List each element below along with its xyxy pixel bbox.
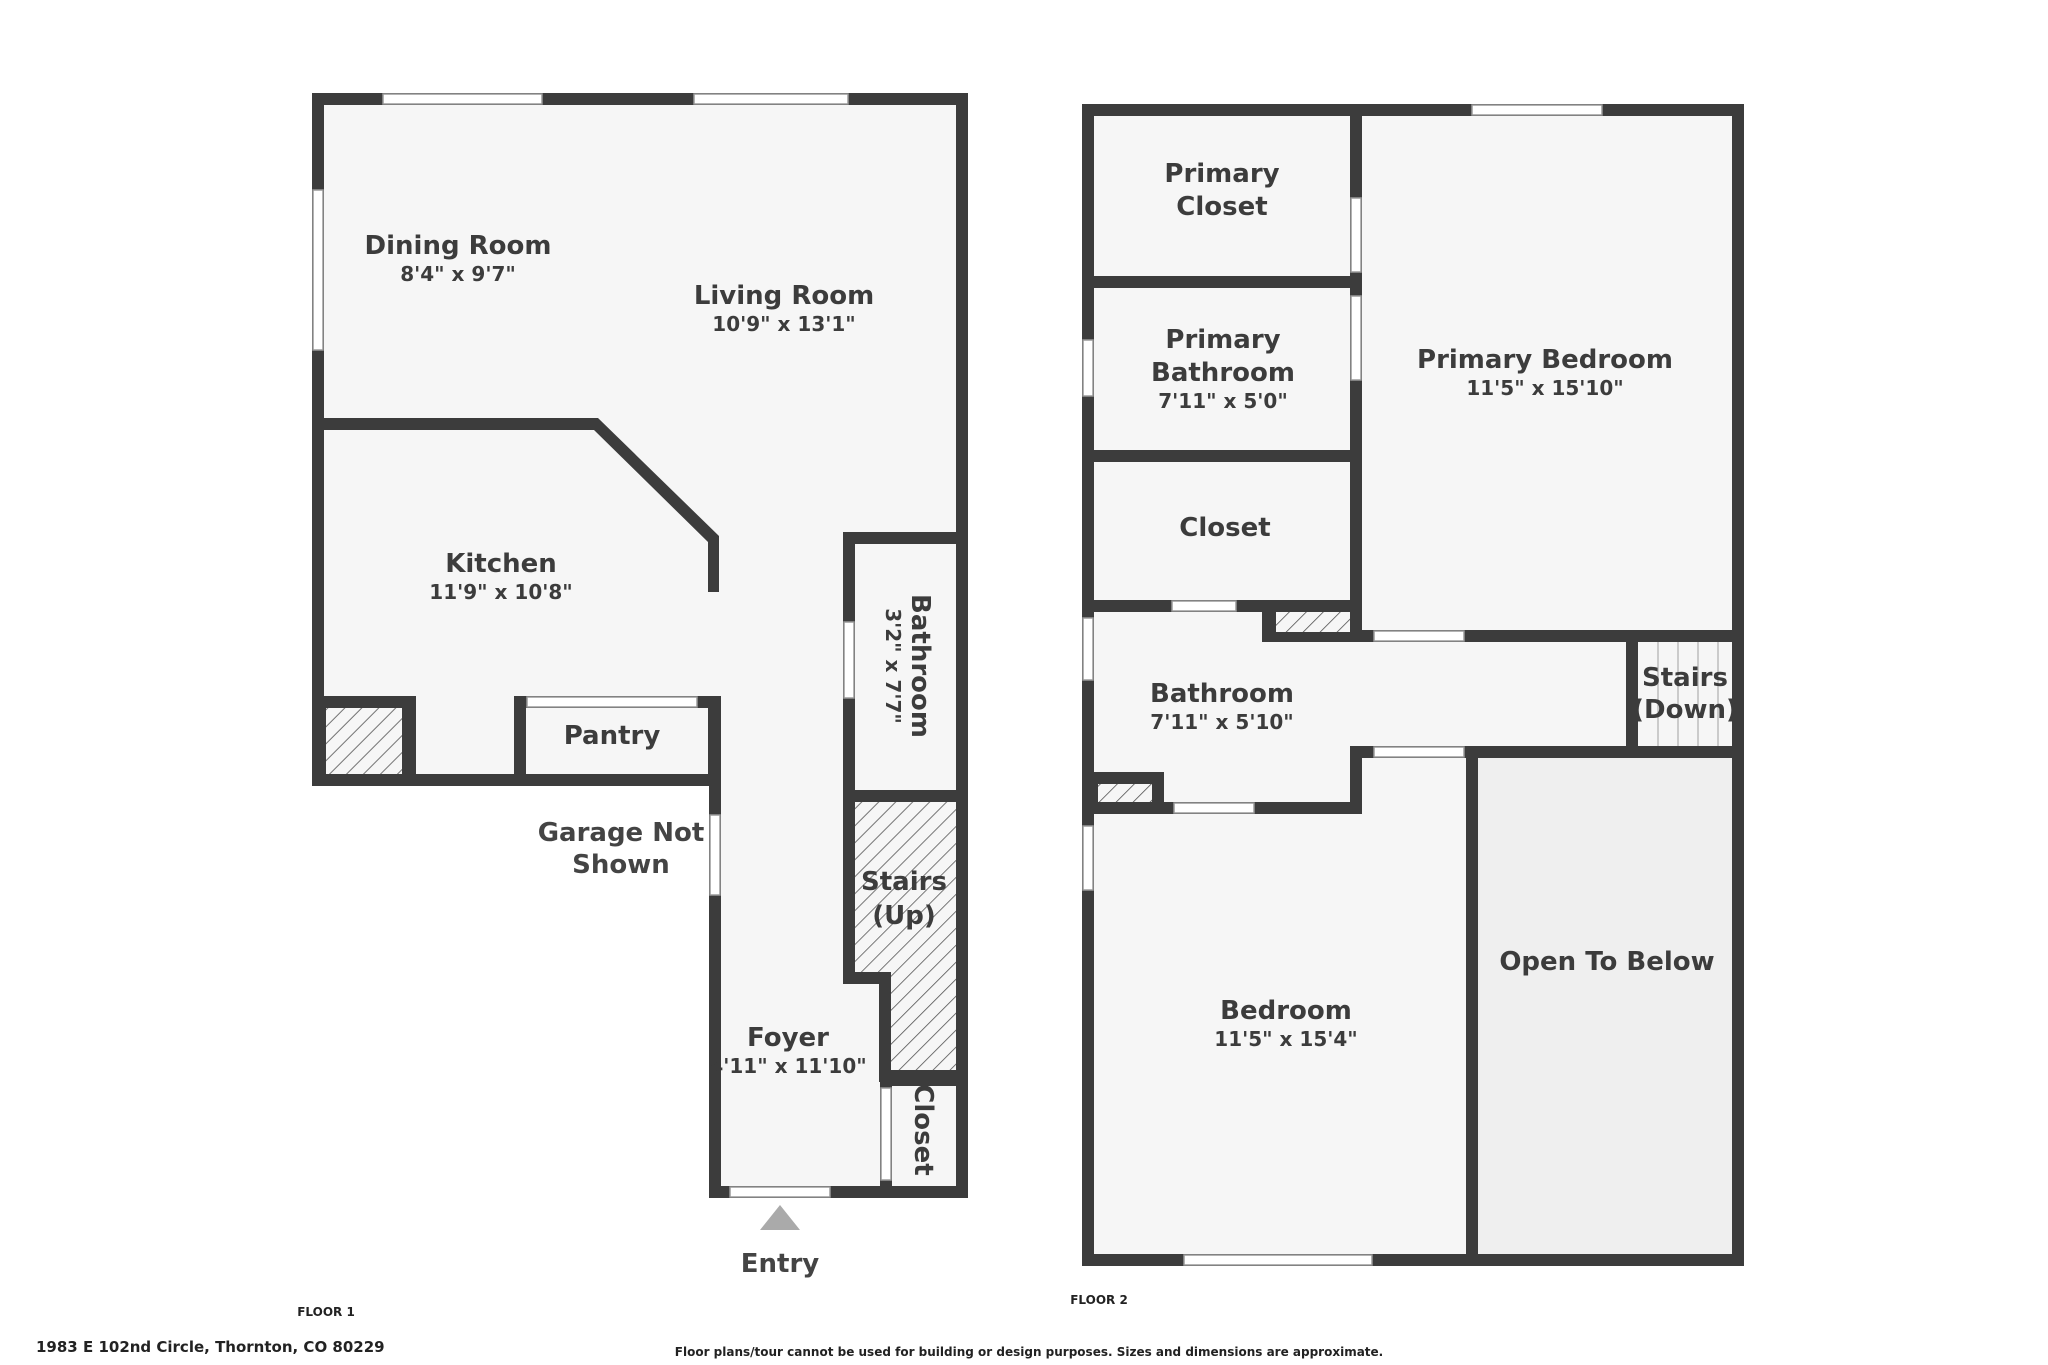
- primary-bathroom-name-line2: Bathroom: [1151, 358, 1295, 388]
- door-opening: [1350, 295, 1362, 381]
- garage-label-line2: Shown: [572, 850, 670, 880]
- foyer-name: Foyer: [747, 1023, 829, 1053]
- entry-door: [729, 1186, 831, 1198]
- bedroom-floor: [1094, 758, 1466, 1254]
- stairs-up-hatch: [855, 802, 956, 1070]
- primary-bedroom-floor: [1362, 116, 1732, 630]
- bathroom-2-name: Bathroom: [1150, 679, 1294, 709]
- window: [1082, 825, 1094, 891]
- foyer-dims: 4'11" x 11'10": [709, 1054, 866, 1078]
- kitchen-cabinet-hatch: [326, 708, 402, 774]
- bathroom-2-hatch-bottom: [1098, 784, 1152, 802]
- living-room-dims: 10'9" x 13'1": [712, 312, 855, 336]
- door-opening: [880, 1087, 892, 1181]
- primary-bathroom-name-line1: Primary: [1165, 325, 1280, 355]
- stairs-down-treads: [1657, 642, 1719, 746]
- entry-label: Entry: [741, 1249, 820, 1279]
- door-opening: [1173, 802, 1255, 814]
- hall-floor: [1362, 642, 1626, 746]
- dining-room-name: Dining Room: [365, 231, 552, 261]
- hall-connector: [1350, 642, 1362, 746]
- closet-2-floor: [1094, 462, 1350, 600]
- window: [312, 189, 324, 351]
- window: [1082, 339, 1094, 397]
- bathroom-2-floor: [1094, 612, 1350, 802]
- bathroom-1-name: Bathroom: [905, 594, 935, 738]
- closet-1-floor: [892, 1086, 956, 1186]
- pantry-floor: [526, 708, 708, 774]
- window: [526, 696, 698, 708]
- floor-2-plan: [1082, 104, 1744, 1266]
- foyer-west-wall: [709, 696, 721, 786]
- open-to-below-name: Open To Below: [1499, 947, 1714, 977]
- stairs-down-floor: [1638, 642, 1732, 746]
- closet-1-label: Closet: [908, 1084, 938, 1175]
- closet-1-name: Closet: [908, 1084, 938, 1175]
- door-opening: [1171, 600, 1237, 612]
- bathroom-2-dims: 7'11" x 5'10": [1150, 710, 1293, 734]
- living-room-name: Living Room: [694, 281, 874, 311]
- floor-1-open-area: [324, 105, 956, 1186]
- primary-bedroom-dims: 11'5" x 15'10": [1466, 376, 1623, 400]
- bedroom-dims: 11'5" x 15'4": [1214, 1027, 1357, 1051]
- stairs-down-name-line1: Stairs: [1642, 663, 1728, 693]
- floor-1-label: FLOOR 1: [297, 1305, 355, 1319]
- window: [1082, 617, 1094, 681]
- bathroom-1-floor: [855, 544, 956, 790]
- window: [1183, 1254, 1373, 1266]
- garage-label-line1: Garage Not: [538, 818, 705, 848]
- disclaimer: Floor plans/tour cannot be used for buil…: [675, 1345, 1383, 1359]
- window: [709, 814, 721, 896]
- window: [693, 93, 849, 105]
- primary-bathroom-floor: [1094, 288, 1350, 450]
- primary-bathroom-dims: 7'11" x 5'0": [1158, 389, 1288, 413]
- pantry-name: Pantry: [564, 721, 661, 751]
- dining-room-dims: 8'4" x 9'7": [400, 262, 516, 286]
- window: [382, 93, 543, 105]
- address: 1983 E 102nd Circle, Thornton, CO 80229: [36, 1338, 385, 1356]
- primary-closet-name-line2: Closet: [1176, 192, 1267, 222]
- door-opening: [1350, 197, 1362, 273]
- kitchen-dims: 11'9" x 10'8": [429, 580, 572, 604]
- bathroom-2-hatch-top: [1276, 612, 1350, 632]
- stairs-down-name-line2: (Down): [1632, 695, 1738, 725]
- entry-arrow-icon: [760, 1205, 800, 1230]
- window: [1471, 104, 1603, 116]
- primary-bedroom-name: Primary Bedroom: [1417, 345, 1673, 375]
- stairs-up-name-line2: (Up): [872, 901, 936, 931]
- stairs-up-name-line1: Stairs: [861, 867, 947, 897]
- bathroom-1-label: Bathroom 3'2" x 7'7": [881, 594, 935, 738]
- bedroom-name: Bedroom: [1220, 996, 1352, 1026]
- floor-2-label: FLOOR 2: [1070, 1293, 1128, 1307]
- room-labels: Dining Room 8'4" x 9'7" Living Room 10'9…: [36, 159, 1738, 1359]
- floor-1-plan: [312, 93, 968, 1230]
- bathroom-1-dims: 3'2" x 7'7": [881, 608, 905, 724]
- primary-closet-name-line1: Primary: [1164, 159, 1279, 189]
- kitchen-name: Kitchen: [445, 549, 557, 579]
- door-opening: [1373, 630, 1465, 642]
- closet-2-name: Closet: [1179, 513, 1270, 543]
- door-opening: [843, 621, 855, 699]
- primary-closet-floor: [1094, 116, 1350, 276]
- door-opening: [1373, 746, 1465, 758]
- open-to-below-area: [1478, 758, 1732, 1254]
